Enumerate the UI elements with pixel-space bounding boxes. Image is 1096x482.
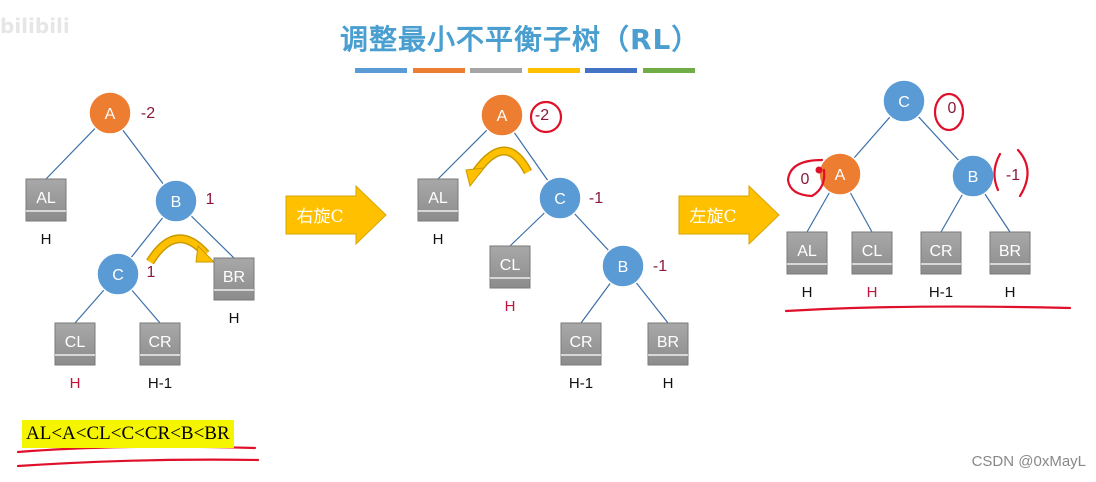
order-relation-highlight: AL<A<CL<C<CR<B<BR — [22, 420, 234, 448]
tree3-subtree-label-CL: CL — [862, 243, 883, 260]
circle-annotation-tree3-A — [786, 158, 826, 198]
title-bar-1 — [355, 68, 407, 73]
csdn-watermark: CSDN @0xMayL — [971, 453, 1086, 470]
step-arrow-label-2: 左旋C — [689, 207, 736, 227]
tree1-balance-factor-A: -2 — [141, 105, 155, 122]
title-bar-3 — [470, 68, 522, 73]
tree1-node-A — [88, 91, 132, 135]
tree2-node-C — [538, 176, 582, 220]
step-arrows: 右旋C 左旋C — [285, 184, 780, 246]
tree2-node-label-C: C — [554, 191, 566, 208]
tree1-subtree-label-BR: BR — [223, 269, 245, 286]
tree2-subtree-label-BR: BR — [657, 334, 679, 351]
tree1-subtree-box-CR — [139, 322, 181, 366]
tree2-node-A — [480, 93, 524, 137]
tree2-node-label-A: A — [497, 108, 508, 125]
tree3-node-A — [818, 152, 862, 196]
tree1-subtree-height-AL: H — [41, 231, 52, 248]
rotate-left-curve — [473, 148, 531, 174]
circle-annotation-tree2-A — [529, 100, 563, 134]
tree1-subtree-box-CL — [54, 322, 96, 366]
tree3-subtree-height-CL: H — [867, 284, 878, 301]
rotate-right-curve-head — [195, 244, 216, 263]
tree3-subtree-height-BR: H — [1005, 284, 1016, 301]
tree3-node-C — [882, 79, 926, 123]
tree1-balance-factor-B: 1 — [206, 191, 215, 208]
tree2-balance-factor-A: -2 — [535, 107, 549, 124]
tree1-subtree-label-CL: CL — [65, 334, 86, 351]
tree2-subtree-label-AL: AL — [428, 190, 448, 207]
tree3-subtree-height-AL: H — [802, 284, 813, 301]
tree3-balance-factor-A: 0 — [801, 171, 810, 188]
tree2-subtree-height-BR: H — [663, 375, 674, 392]
bracket-annotation-tree3-B — [993, 148, 1029, 198]
title-bar-4 — [528, 68, 580, 73]
tree2-balance-factor-B: -1 — [653, 258, 667, 275]
bilibili-watermark: bilibili — [0, 14, 70, 38]
tree2-subtree-box-CL — [489, 245, 531, 289]
title-bar-5 — [585, 68, 637, 73]
tree3-subtree-box-CR — [920, 231, 962, 275]
tree3-node-label-B: B — [968, 169, 979, 186]
tree3-subtree-height-CR: H-1 — [929, 284, 953, 301]
tree1-node-label-A: A — [105, 106, 116, 123]
step-arrow-label-1: 右旋C — [296, 207, 343, 227]
page-title: 调整最小不平衡子树（RL） — [340, 23, 701, 56]
tree3-node-label-C: C — [898, 94, 910, 111]
tree2-subtree-box-CR — [560, 322, 602, 366]
tree2-subtree-height-CL: H — [505, 298, 516, 315]
tree1-subtree-height-CR: H-1 — [148, 375, 172, 392]
tree1-balance-factor-C: 1 — [147, 264, 156, 281]
tree3-balance-factor-B: -1 — [1006, 167, 1020, 184]
subtree-boxes — [25, 178, 1031, 366]
tree1-node-label-C: C — [112, 267, 124, 284]
tree1-node-label-B: B — [171, 194, 182, 211]
title-bar-6 — [643, 68, 695, 73]
tree2-subtree-box-AL — [417, 178, 459, 222]
circle-annotation-tree3-C — [933, 92, 965, 132]
title-bar-2 — [413, 68, 465, 73]
tree2-subtree-height-CR: H-1 — [569, 375, 593, 392]
tree3-subtree-box-CL — [851, 231, 893, 275]
tree3-node-label-A: A — [835, 167, 846, 184]
tree2-subtree-label-CR: CR — [569, 334, 592, 351]
tree1-node-C — [96, 252, 140, 296]
rotate-left-curve-head — [465, 167, 486, 188]
underline-annotation-tree3-heights — [784, 305, 1072, 313]
tree2-subtree-label-CL: CL — [500, 257, 521, 274]
tree3-subtree-label-BR: BR — [999, 243, 1021, 260]
tree1-subtree-box-AL — [25, 178, 67, 222]
tree2-subtree-height-AL: H — [433, 231, 444, 248]
tree2-node-B — [601, 244, 645, 288]
tree1-subtree-height-BR: H — [229, 310, 240, 327]
rotation-curves — [146, 146, 532, 265]
tree2-subtree-box-BR — [647, 322, 689, 366]
red-annotations — [16, 92, 1072, 468]
tree2-balance-factor-C: -1 — [589, 190, 603, 207]
tree1-subtree-box-BR — [213, 257, 255, 301]
tree1-subtree-label-CR: CR — [148, 334, 171, 351]
step-arrow-1 — [285, 184, 387, 246]
step-arrow-2 — [678, 184, 780, 246]
dot-annotation-tree3-A — [815, 166, 823, 174]
tree-nodes — [88, 79, 995, 296]
tree1-node-B — [154, 179, 198, 223]
tree1-subtree-label-AL: AL — [36, 190, 56, 207]
title-color-bars — [355, 68, 695, 73]
underline-annotation-order-2 — [16, 458, 260, 468]
tree3-balance-factor-C: 0 — [948, 100, 957, 117]
tree3-subtree-box-BR — [989, 231, 1031, 275]
tree1-subtree-height-CL: H — [70, 375, 81, 392]
tree3-subtree-label-CR: CR — [929, 243, 952, 260]
tree2-node-label-B: B — [618, 259, 629, 276]
tree3-subtree-box-AL — [786, 231, 828, 275]
tree3-subtree-label-AL: AL — [797, 243, 817, 260]
